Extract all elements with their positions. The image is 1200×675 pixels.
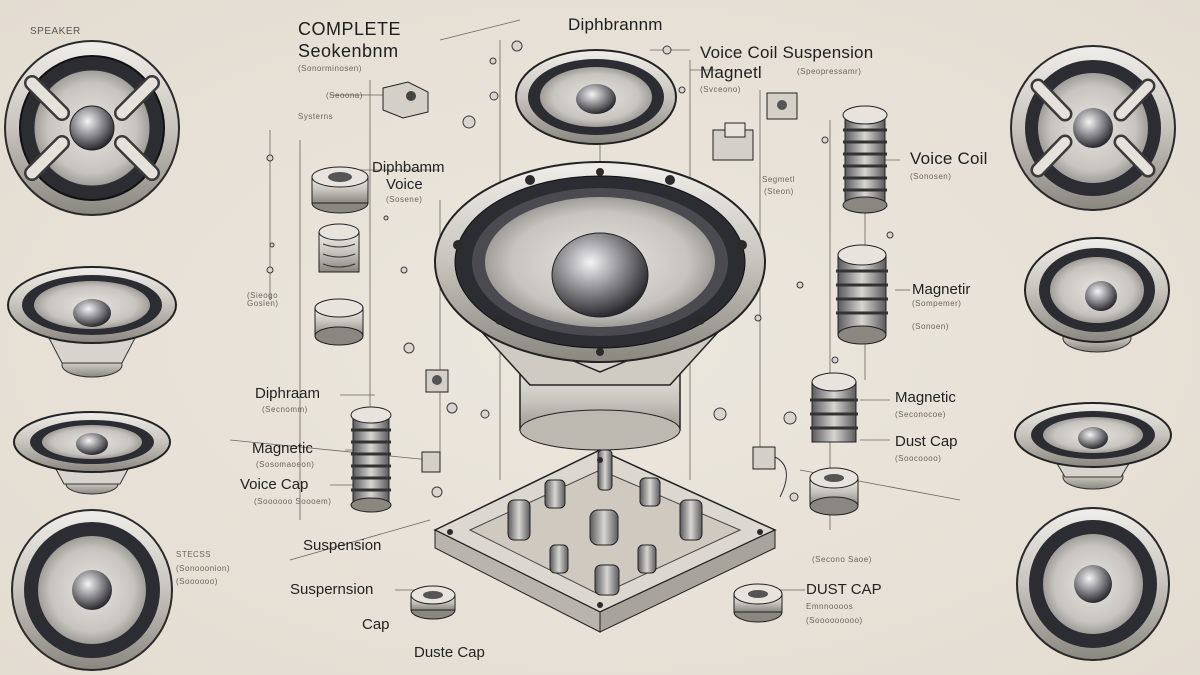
label-magnet-top-sub: (Svceono) [700, 85, 741, 94]
label-cap: Cap [362, 616, 390, 633]
loose-hardware [266, 40, 894, 502]
label-systems: Systerns [298, 112, 334, 121]
label-magnet-top: Magnetl [700, 63, 762, 82]
right-parts [712, 92, 888, 623]
top-diaphragm-speaker [515, 49, 677, 145]
label-magnetic-right-sub: (Seconocoe) [895, 410, 946, 419]
main-speaker [434, 161, 766, 451]
label-diphraam: Diphraam [255, 385, 321, 402]
label-diaphragm-top: Diphbrannm [568, 15, 663, 34]
label-voice-coil-right: Voice Coil [910, 149, 988, 168]
title-caption: (Sonorminosen) [298, 64, 362, 73]
label-right-small-1: (Secono Saoe) [812, 555, 872, 564]
label-dust-cap-right: Dust Cap [895, 433, 958, 450]
label-diphraam-sub: (Secnomm) [262, 405, 308, 414]
label-left-small-2: (Sonooonion) [176, 564, 231, 573]
label-left-small-1: STECSS [176, 550, 212, 559]
label-voice-coil-suspension: Voice Coil Suspension [700, 43, 874, 62]
label-voice-coil-suspension-sub: (Speopressamr) [797, 67, 862, 76]
title-line-1: COMPLETE [298, 19, 402, 39]
label-voice-cap: Voice Cap [240, 476, 309, 493]
label-dust-cap-br: DUST CAP [806, 581, 882, 598]
label-magnetir: Magnetir [912, 281, 971, 298]
label-segment: Segmetl [762, 175, 795, 184]
label-dust-cap-br-sub1: Emnnoooos [806, 602, 854, 611]
label-magnetic-left: Magnetic [252, 440, 313, 457]
label-suspension-mid: Suspension [303, 537, 382, 554]
title-line-2: Seokenbnm [298, 41, 399, 61]
label-left-side-note: (Sieogo Goslen) [247, 291, 279, 308]
left-column-speakers [4, 40, 180, 671]
label-magnetic-left-sub: (Sosomaoeon) [256, 460, 315, 469]
label-speaker: SPEAKER [30, 26, 81, 37]
label-suspension-left: Suspernsion [290, 581, 374, 598]
label-diaphragm-voice-sub: (Sosene) [386, 195, 423, 204]
label-magnetic-right: Magnetic [895, 389, 956, 406]
label-left-small-3: (Soooooo) [176, 577, 218, 586]
label-duste-cap: Duste Cap [414, 644, 485, 661]
label-voice-coil-right-sub: (Sonosen) [910, 172, 952, 181]
label-segment-sub: (Steon) [764, 187, 794, 196]
label-voice-cap-sub: (Soooooo Soooem) [254, 497, 332, 506]
right-column-speakers [1010, 45, 1176, 661]
label-systems-small: (Seoona) [326, 91, 363, 100]
label-diaphragm-voice-1: Diphbamm [372, 159, 445, 176]
label-magnetir-sub2: (Sonoen) [912, 322, 949, 331]
leader-lines [229, 19, 961, 591]
label-dust-cap-br-sub2: (Sooooooooo) [806, 616, 863, 625]
label-magnetir-sub: (Sompemer) [912, 299, 962, 308]
left-parts [311, 81, 456, 620]
base-plate [433, 449, 777, 633]
label-diaphragm-voice-2: Voice [386, 176, 423, 193]
label-dust-cap-right-sub: (Soocoooo) [895, 454, 942, 463]
